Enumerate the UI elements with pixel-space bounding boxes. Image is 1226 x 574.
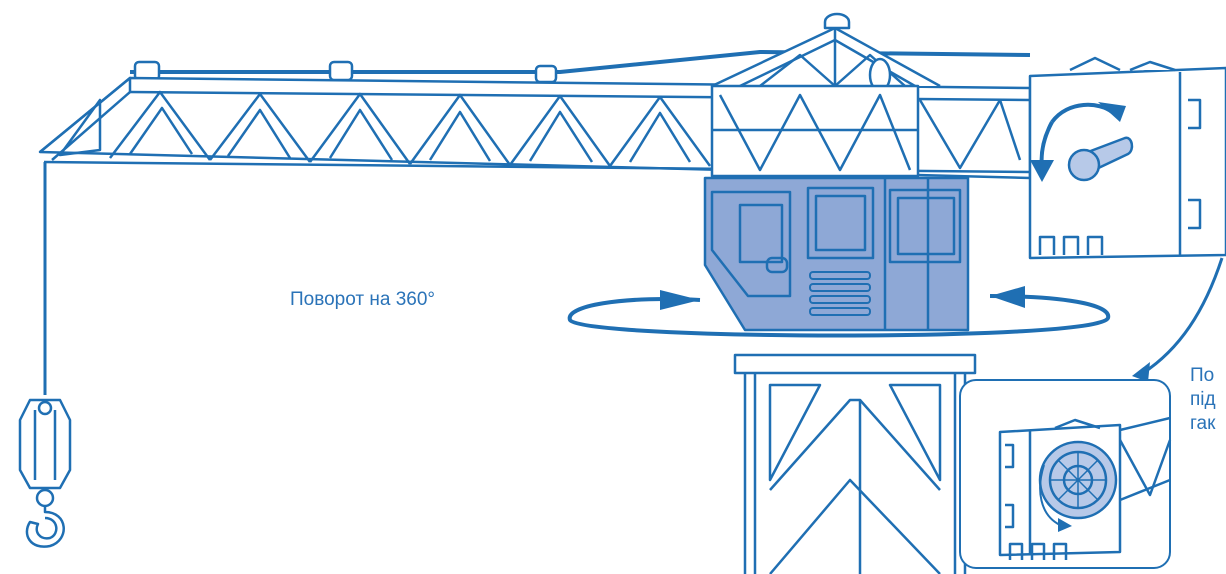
- winch-caption: По під гак: [1190, 364, 1226, 436]
- callout-arrow-icon: [1140, 258, 1222, 375]
- winch-detail-inset: [960, 380, 1170, 568]
- winch-box: [1030, 58, 1226, 258]
- tower-mast: [735, 355, 975, 574]
- winch-caption-line-3: гак: [1190, 412, 1226, 436]
- winch-caption-line-2: під: [1190, 388, 1226, 412]
- hook-block: [20, 400, 70, 547]
- winch-caption-line-1: По: [1190, 364, 1226, 388]
- rotation-caption: Поворот на 360°: [290, 288, 435, 312]
- operator-cab: [705, 178, 968, 330]
